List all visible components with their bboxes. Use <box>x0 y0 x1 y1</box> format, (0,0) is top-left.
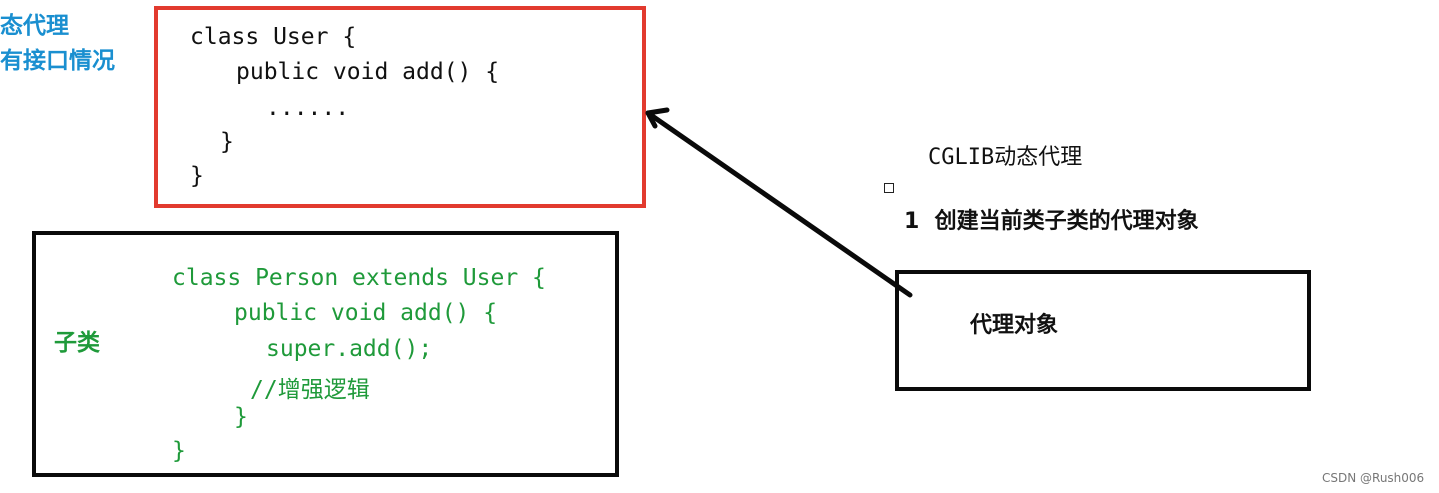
user-code-line-3: ...... <box>266 95 350 121</box>
user-code-line-4: } <box>220 129 234 155</box>
user-code-line-5: } <box>190 163 204 189</box>
arrow-head-bottom <box>645 110 658 129</box>
cglib-title: CGLIB动态代理 <box>928 145 1083 170</box>
subclass-code-line-6: } <box>172 438 186 464</box>
left-note-line1: 态代理 <box>0 13 69 39</box>
arrow-shaft <box>645 110 913 298</box>
subclass-label: 子类 <box>54 330 100 356</box>
watermark: CSDN @Rush006 <box>1322 471 1425 485</box>
subclass-box <box>32 231 619 477</box>
subclass-code-line-4: //增强逻辑 <box>250 377 370 403</box>
cglib-step-1: 1 创建当前类子类的代理对象 <box>904 209 1199 234</box>
small-square-marker <box>884 183 894 193</box>
user-code-line-2: public void add() { <box>236 59 500 85</box>
subclass-code-line-2: public void add() { <box>234 300 498 326</box>
user-class-box <box>154 6 646 208</box>
arrow-head-top <box>645 107 670 116</box>
subclass-code-line-3: super.add(); <box>266 336 433 362</box>
proxy-object-box <box>895 270 1311 391</box>
subclass-code-line-5: } <box>234 404 248 430</box>
left-note-line2: 有接口情况 <box>0 48 115 74</box>
subclass-code-line-1: class Person extends User { <box>172 265 546 291</box>
user-code-line-1: class User { <box>190 24 357 50</box>
proxy-object-label: 代理对象 <box>970 313 1059 338</box>
